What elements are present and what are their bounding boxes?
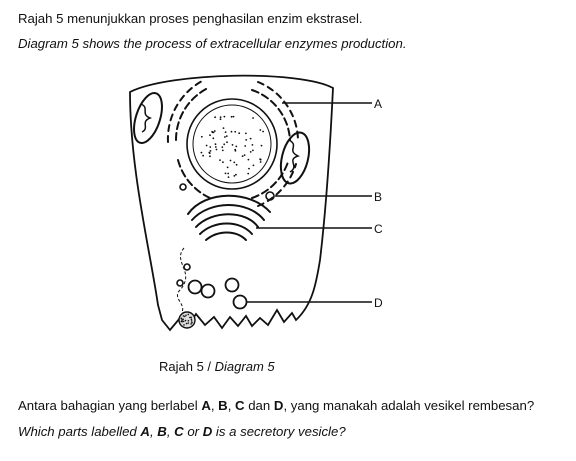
label-B: B — [275, 190, 382, 204]
secretory-vesicles — [187, 277, 248, 310]
nucleus — [186, 98, 278, 190]
golgi-apparatus — [187, 194, 271, 241]
svg-text:D: D — [374, 296, 383, 310]
label-A: A — [282, 97, 382, 111]
mitochondrion-left — [133, 91, 163, 145]
transport-path — [177, 247, 187, 313]
mitochondrion-right — [279, 131, 311, 185]
intro-malay: Rajah 5 menunjukkan proses penghasilan e… — [18, 11, 363, 26]
svg-text:A: A — [374, 97, 382, 111]
rough-endoplasmic-reticulum — [166, 79, 299, 207]
vesicle-contents-stipple — [180, 313, 193, 326]
cell-membrane — [129, 74, 334, 332]
intro-english: Diagram 5 shows the process of extracell… — [18, 36, 407, 51]
svg-text:B: B — [374, 190, 382, 204]
svg-text:C: C — [374, 222, 383, 236]
diagram-caption: Rajah 5 / Diagram 5 — [159, 359, 275, 374]
question-english: Which parts labelled A, B, C or D is a s… — [18, 424, 346, 439]
label-C: C — [256, 222, 383, 236]
small-vesicles — [176, 183, 275, 287]
label-D: D — [247, 296, 383, 310]
chromatin-dots — [200, 115, 264, 179]
question-malay: Antara bahagian yang berlabel A, B, C da… — [18, 398, 535, 413]
